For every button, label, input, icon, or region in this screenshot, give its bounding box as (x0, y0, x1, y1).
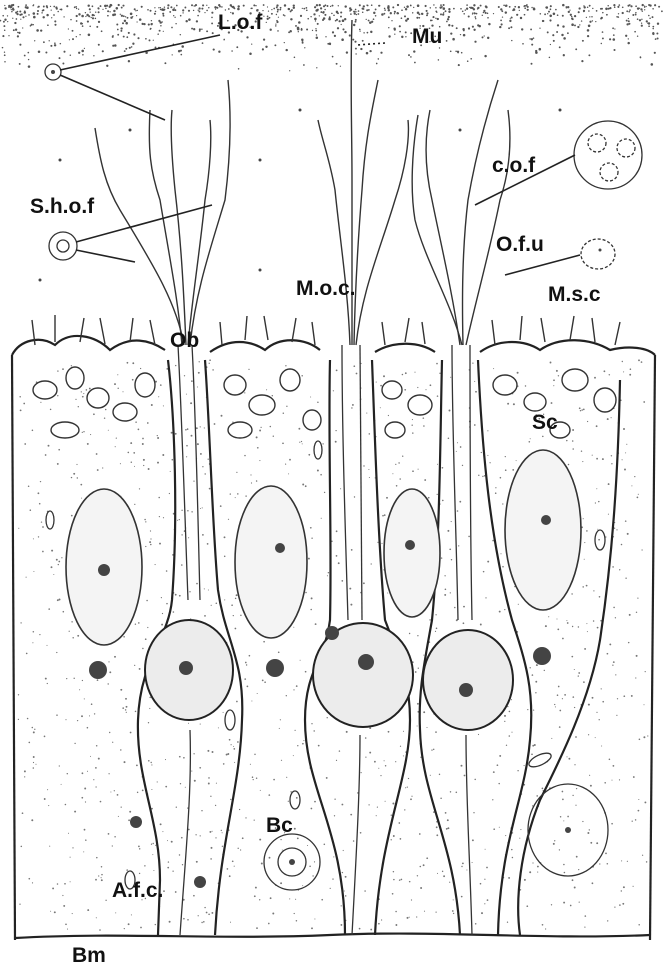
olfactory-cell-neck (192, 345, 200, 600)
basal-cell-nucleolus (289, 859, 295, 865)
nucleolus (541, 515, 551, 525)
label-msc: M.s.c (548, 284, 601, 305)
label-ob: Ob (170, 330, 199, 351)
cof-subfiber (588, 134, 606, 152)
epithelium-surface (12, 336, 655, 355)
olfactory-cell-neck (360, 345, 362, 620)
olfactory-axon (352, 735, 360, 935)
nucleolus (358, 654, 374, 670)
supporting-cell-nucleus (505, 450, 581, 610)
olfactory-cell-nucleus (423, 630, 513, 730)
label-shof: S.h.o.f (30, 196, 94, 217)
lof-cross-section-core (51, 70, 55, 74)
label-cof: c.o.f (492, 155, 535, 176)
shof-cross-section (49, 232, 77, 260)
nucleolus (179, 661, 193, 675)
label-bc: Bc (266, 815, 293, 836)
olfactory-axon (180, 730, 190, 935)
olfactory-cell-neck (178, 345, 188, 600)
label-bm: Bm (72, 945, 106, 966)
basal-cell-nucleolus (565, 827, 571, 833)
supporting-cell-nucleus (384, 489, 440, 617)
nucleolus (459, 683, 473, 697)
olfactory-cell-neck (342, 345, 348, 620)
cof-subfiber (600, 163, 618, 181)
nucleolus (405, 540, 415, 550)
tissue-right-edge (650, 355, 655, 940)
label-sc: Sc (532, 412, 558, 433)
olfactory-axon (466, 735, 472, 935)
basement-membrane (15, 934, 650, 938)
label-afc: A.f.c. (112, 880, 163, 901)
cof-subfiber (617, 139, 635, 157)
apical-vacuoles (33, 367, 616, 438)
tissue-left-edge (12, 355, 15, 940)
label-ofu: O.f.u (496, 234, 544, 255)
olfactory-cell-neck (452, 345, 458, 620)
shof-cross-section-core (57, 240, 69, 252)
label-mu: Mu (412, 26, 442, 47)
olfactory-cell-neck (470, 345, 472, 620)
supporting-cell-nucleus (235, 486, 307, 638)
ofu-cross-section (581, 239, 615, 269)
microvilli (32, 315, 620, 345)
label-moc: M.o.c. (296, 278, 356, 299)
nucleolus (275, 543, 285, 553)
nucleolus (98, 564, 110, 576)
label-lof: L.o.f (218, 12, 262, 33)
